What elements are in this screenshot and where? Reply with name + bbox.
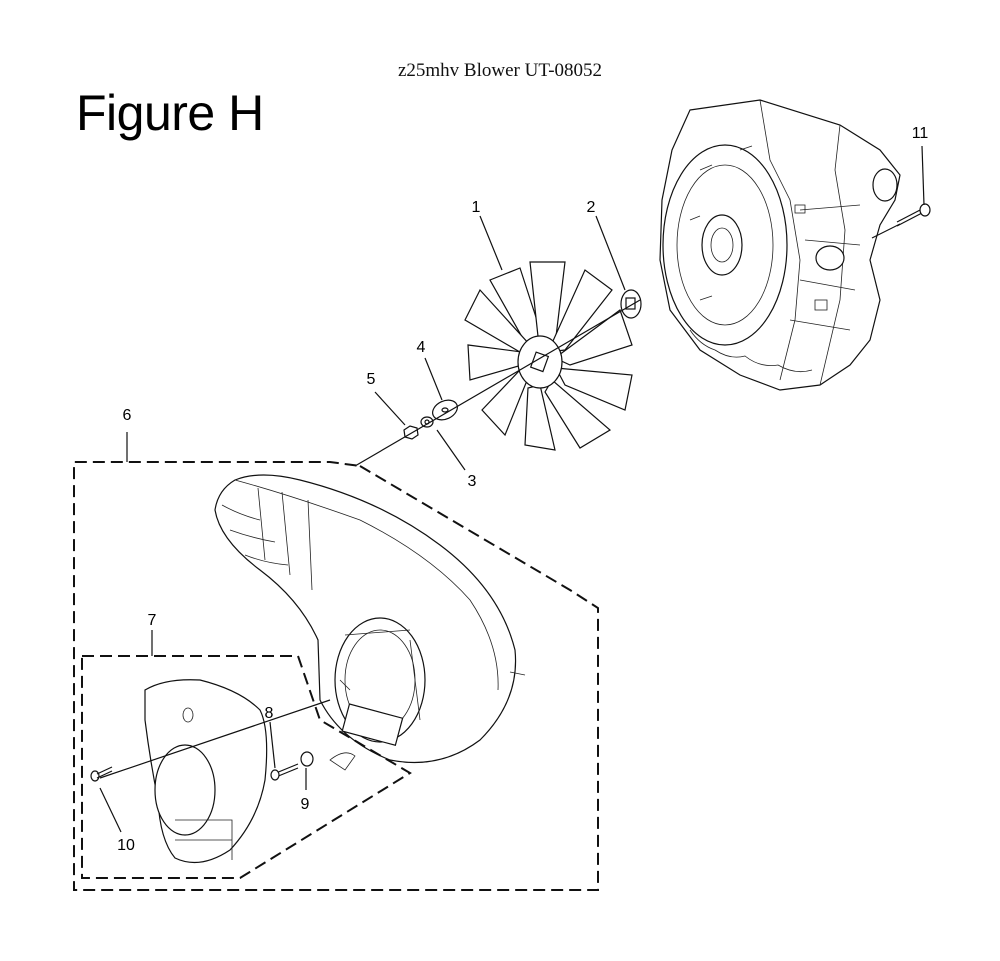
page-title: z25mhv Blower UT-08052 <box>397 60 603 81</box>
lockwasher-3 <box>420 416 434 428</box>
callout-7: 7 <box>148 612 157 629</box>
clip-and-screws <box>270 751 356 781</box>
figure-label: Figure H <box>76 85 264 141</box>
group-6-outline <box>73 461 599 891</box>
leader-lines <box>99 145 925 833</box>
square-washer <box>620 289 642 319</box>
callout-4: 4 <box>417 339 426 356</box>
callout-8: 8 <box>265 705 274 722</box>
callout-11: 11 <box>912 125 929 142</box>
callout-6: 6 <box>123 407 132 424</box>
group-7-outline <box>81 655 412 879</box>
callout-9: 9 <box>301 796 310 813</box>
fan-impeller <box>464 261 633 451</box>
callout-5: 5 <box>367 371 376 388</box>
blower-housing <box>214 474 526 764</box>
engine-housing <box>659 99 901 391</box>
callout-2: 2 <box>587 199 596 216</box>
callout-1: 1 <box>472 199 481 216</box>
screw-11 <box>871 203 931 239</box>
blower-cover <box>99 679 331 864</box>
nut-5 <box>403 425 419 440</box>
screw-10 <box>90 766 113 782</box>
washer-4 <box>432 399 458 421</box>
callout-3: 3 <box>468 473 477 490</box>
callout-10: 10 <box>117 837 135 854</box>
